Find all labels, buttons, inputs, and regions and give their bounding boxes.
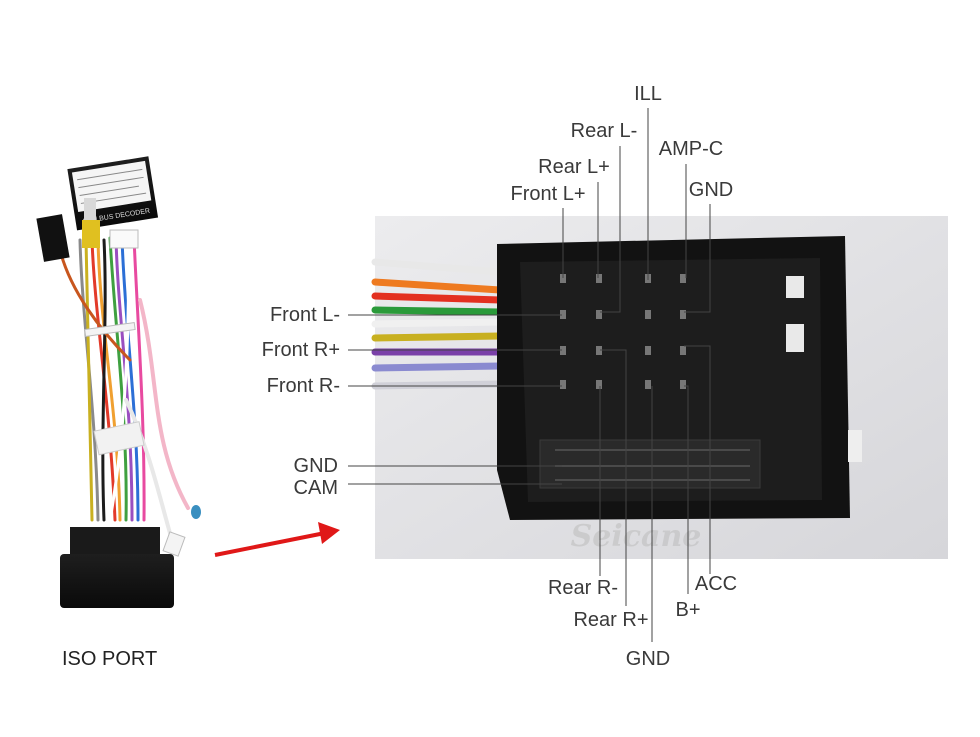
label-rear-r-minus: Rear R- bbox=[547, 577, 619, 599]
label-b-plus: B+ bbox=[675, 599, 701, 621]
label-ill: ILL bbox=[634, 83, 662, 105]
harness-image: CAN BUS DECODER bbox=[36, 156, 201, 608]
label-rear-l-plus: Rear L+ bbox=[538, 156, 610, 178]
label-acc: ACC bbox=[694, 573, 738, 595]
label-rear-r-plus: Rear R+ bbox=[573, 609, 649, 631]
label-front-r-minus: Front R- bbox=[266, 375, 340, 397]
label-gnd-left: GND bbox=[293, 455, 338, 477]
label-front-r-plus: Front R+ bbox=[261, 339, 340, 361]
arrow-pointer bbox=[214, 522, 340, 557]
leader-lines bbox=[348, 108, 711, 642]
label-front-l-plus: Front L+ bbox=[510, 183, 586, 205]
connector-photo: Seicane bbox=[371, 216, 948, 559]
iso-port-caption: ISO PORT bbox=[62, 648, 158, 670]
label-rear-l-minus: Rear L- bbox=[570, 120, 638, 142]
label-gnd-bottom: GND bbox=[625, 648, 671, 670]
label-cam: CAM bbox=[293, 477, 338, 499]
watermark: Seicane bbox=[571, 519, 702, 554]
label-gnd-top: GND bbox=[688, 179, 734, 201]
label-front-l-minus: Front L- bbox=[269, 304, 340, 326]
label-amp-c: AMP-C bbox=[658, 138, 724, 160]
